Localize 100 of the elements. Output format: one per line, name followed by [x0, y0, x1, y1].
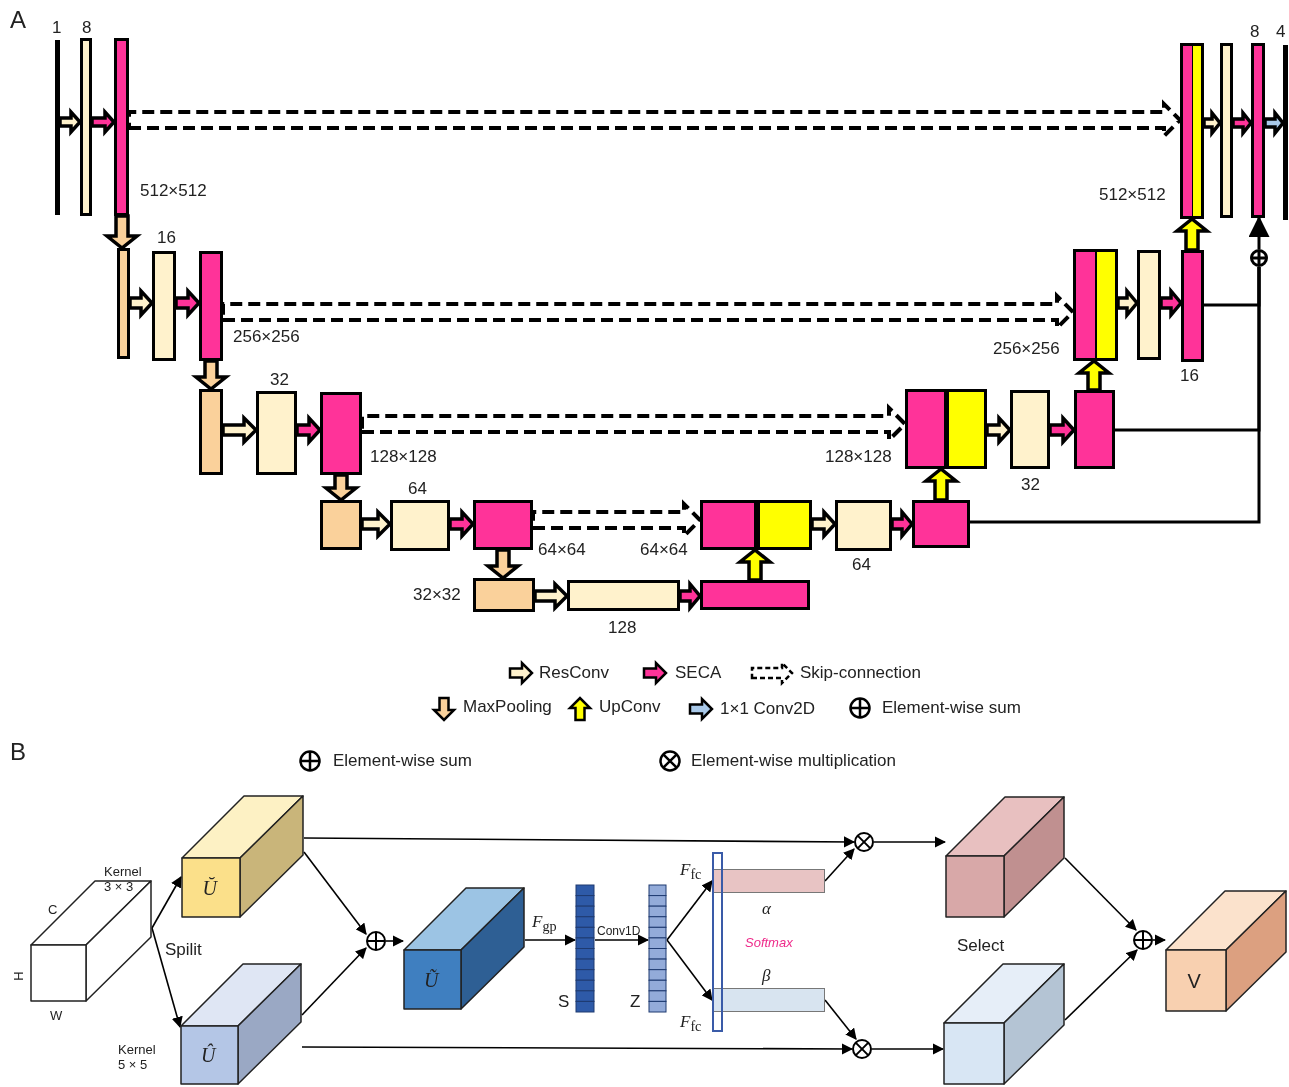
- block-arrow: [1263, 108, 1286, 138]
- arrow: [871, 1043, 945, 1055]
- legend-label: Element-wise sum: [882, 698, 1021, 718]
- arrow: [1064, 857, 1137, 931]
- axis-label: H: [9, 971, 27, 981]
- feature-map-bar: [473, 578, 535, 612]
- arrow: [385, 935, 405, 947]
- feature-map-bar: [1181, 250, 1204, 362]
- arrow: [666, 939, 713, 1001]
- operator-circle: [854, 832, 874, 852]
- operator-circle: [1133, 930, 1153, 950]
- connector-line: [1204, 267, 1261, 307]
- feature-map-bar: [1220, 43, 1233, 218]
- arrow: [1064, 949, 1138, 1021]
- legend-label: Skip-connection: [800, 663, 921, 683]
- arrow: [594, 934, 650, 946]
- arrow: [873, 836, 947, 848]
- annotation-label: Spilit: [165, 940, 202, 960]
- feature-map-bar: [912, 500, 970, 548]
- feature-map-bar: [80, 38, 92, 216]
- size-label: 32: [1021, 475, 1040, 495]
- axis-label: C: [48, 901, 58, 919]
- block-arrow: [102, 214, 142, 251]
- size-label: 16: [157, 228, 176, 248]
- size-label: 64: [408, 479, 427, 499]
- feature-map-bar: [835, 500, 892, 551]
- feature-map-bar: [1010, 390, 1050, 469]
- size-label: 8: [82, 18, 92, 38]
- edge-label: Kernel 3 × 3: [104, 864, 143, 894]
- size-label: 256×256: [233, 327, 300, 347]
- legend-label: 1×1 Conv2D: [720, 699, 815, 719]
- softmax-frame: [712, 852, 723, 1032]
- block-arrow: [191, 359, 231, 392]
- arrow: [824, 848, 855, 882]
- legend-label: Element-wise multiplication: [691, 751, 897, 771]
- block-arrow: [1202, 108, 1223, 138]
- block-arrow: [1172, 216, 1212, 252]
- size-label: 128: [608, 618, 637, 638]
- arrow: [151, 876, 182, 929]
- legend-label: ResConv: [539, 663, 609, 683]
- size-label: 4: [1276, 22, 1286, 42]
- block-arrow: [174, 286, 202, 320]
- block-arrow: [360, 507, 393, 541]
- block-arrow: [1231, 108, 1254, 138]
- feature-map-bar: [256, 391, 297, 475]
- size-label: 32×32: [413, 585, 461, 605]
- edge-label: F$_{fc}$: [680, 1012, 702, 1037]
- feature-cube: [30, 880, 152, 1002]
- feature-cube: [180, 963, 302, 1085]
- block-arrow: [533, 579, 570, 613]
- feature-map-bar: [1137, 250, 1161, 360]
- size-label: 64: [852, 555, 871, 575]
- arrow: [524, 934, 577, 946]
- block-arrow: [483, 548, 523, 581]
- cube-label: Û: [201, 1044, 216, 1066]
- arrow: [301, 1043, 854, 1055]
- size-label: 8: [1250, 22, 1260, 42]
- arrow: [666, 880, 713, 941]
- vector-bar: [648, 884, 667, 1013]
- feature-cube: [403, 887, 525, 1010]
- feature-map-bar: [1251, 43, 1265, 218]
- feature-map-bar: [700, 580, 810, 610]
- cube-label: Ŭ: [202, 876, 217, 899]
- feature-map-bar: [117, 248, 130, 359]
- size-label: 16: [1180, 366, 1199, 386]
- feature-map-bar: [712, 869, 825, 893]
- feature-map-bar: [567, 580, 680, 611]
- panel-letter: B: [10, 738, 26, 766]
- axis-label: W: [50, 1007, 63, 1025]
- feature-map-bar: [320, 500, 362, 550]
- legend-label: Element-wise sum: [333, 751, 472, 771]
- concatenated-feature-map: [905, 389, 987, 469]
- size-label: 1: [52, 18, 62, 38]
- legend-label: MaxPooling: [463, 697, 552, 717]
- size-label: 512×512: [1099, 185, 1166, 205]
- feature-map-bar: [473, 500, 533, 550]
- block-arrow: [448, 507, 476, 541]
- block-arrow: [221, 413, 259, 447]
- feature-map-bar: [390, 500, 450, 551]
- arrow: [1152, 934, 1167, 946]
- arrow: [1248, 215, 1270, 249]
- block-arrow: [90, 107, 117, 137]
- block-arrow: [58, 107, 83, 137]
- feature-map-bar: [114, 38, 129, 216]
- arrow: [303, 836, 856, 848]
- size-label: 512×512: [140, 181, 207, 201]
- feature-cube: [1165, 890, 1287, 1012]
- feature-map-bar: [712, 988, 825, 1012]
- feature-map-bar: [320, 392, 362, 475]
- edge-label: Conv1D: [597, 923, 641, 940]
- size-label: 64×64: [538, 540, 586, 560]
- arrow: [301, 947, 367, 1016]
- block-arrow: [1048, 413, 1077, 447]
- block-arrow: [1116, 286, 1140, 320]
- concatenated-feature-map: [700, 500, 812, 550]
- size-label: 256×256: [993, 339, 1060, 359]
- cube-label: V: [1187, 969, 1201, 992]
- operator-circle: [852, 1039, 872, 1059]
- operator-circle: [1250, 249, 1268, 267]
- concatenated-feature-map: [1180, 43, 1204, 219]
